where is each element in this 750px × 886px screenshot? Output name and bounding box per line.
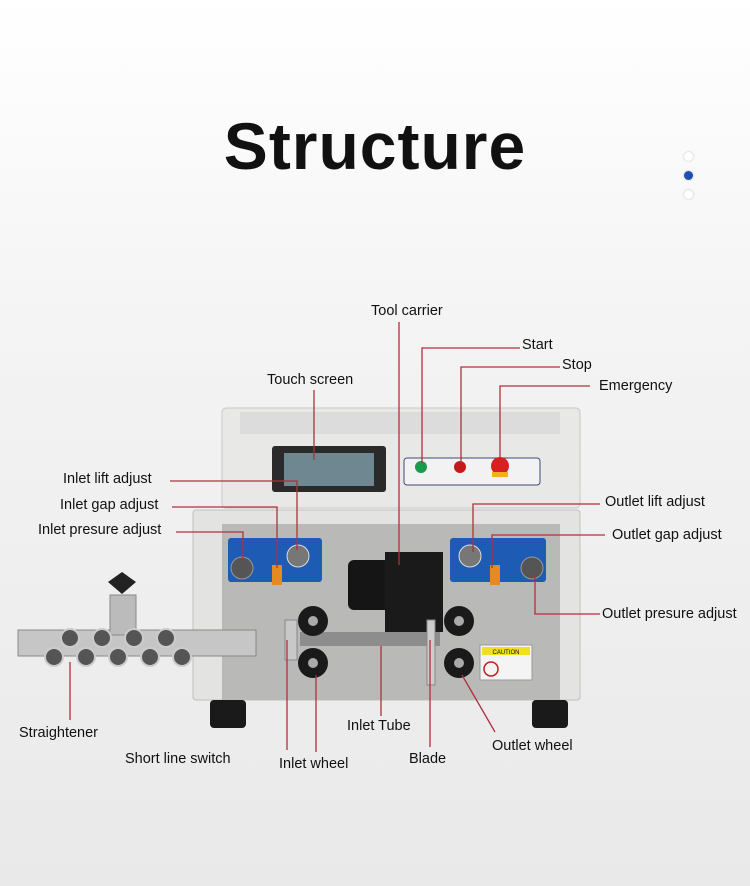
outlet-pressure-knob [520, 556, 544, 580]
start-button [415, 461, 427, 473]
tool-carrier-motor [348, 560, 390, 610]
label-inlet-gap-adjust: Inlet gap adjust [60, 497, 159, 513]
label-outlet-gap-adjust: Outlet gap adjust [612, 527, 722, 543]
emergency-button [491, 457, 509, 475]
touch-screen-display [284, 453, 374, 486]
short-line-switch [284, 619, 298, 661]
label-emergency: Emergency [599, 378, 673, 394]
label-straightener: Straightener [19, 725, 98, 741]
caution-text: CAUTION [493, 650, 520, 656]
foot-right [532, 700, 568, 728]
stop-button [454, 461, 466, 473]
label-tool-carrier: Tool carrier [371, 303, 443, 319]
outlet-lift-knob [458, 544, 482, 568]
leader-lines [69, 322, 605, 752]
blade [426, 619, 436, 686]
label-outlet-presure-adjust: Outlet presure adjust [602, 606, 737, 622]
vent-grille [240, 412, 560, 434]
label-outlet-wheel: Outlet wheel [492, 738, 573, 754]
carousel-dot-2[interactable] [684, 171, 693, 180]
carousel-dot-1[interactable] [684, 152, 693, 161]
inlet-pressure-knob [230, 556, 254, 580]
outlet-gap-indicator [490, 565, 500, 585]
label-inlet-tube: Inlet Tube [347, 718, 411, 734]
label-start: Start [522, 337, 553, 353]
inlet-gap-indicator [272, 565, 282, 585]
page-title: Structure [223, 109, 527, 183]
foot-left [210, 700, 246, 728]
label-inlet-lift-adjust: Inlet lift adjust [63, 471, 152, 487]
inlet-tube [300, 632, 440, 646]
tool-carrier [385, 552, 443, 632]
straightener-rollers [44, 628, 192, 667]
carousel-dot-3[interactable] [684, 190, 693, 199]
label-short-line-switch: Short line switch [125, 751, 231, 767]
label-touch-screen: Touch screen [267, 372, 354, 388]
label-stop: Stop [562, 357, 592, 373]
label-blade: Blade [409, 751, 447, 767]
label-outlet-lift-adjust: Outlet lift adjust [605, 494, 705, 510]
label-inlet-wheel: Inlet wheel [279, 756, 349, 772]
label-inlet-presure-adjust: Inlet presure adjust [38, 522, 162, 538]
inlet-lift-knob [286, 544, 310, 568]
